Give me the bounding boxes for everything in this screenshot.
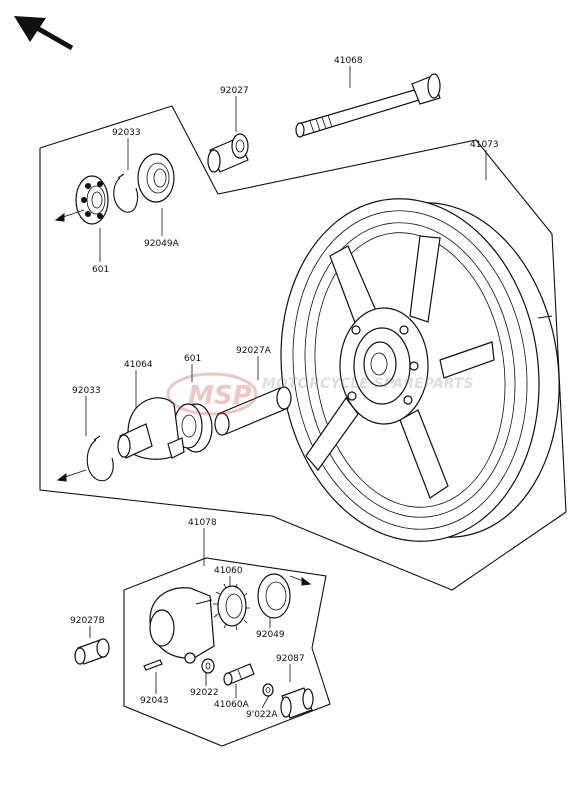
washer-92022: [201, 658, 215, 674]
label-41078: 41078: [188, 518, 217, 528]
hub-cap-41078: [149, 587, 215, 664]
shaft-41060A: [223, 663, 255, 686]
label-41068: 41068: [334, 56, 363, 66]
label-92033-top: 92033: [112, 128, 141, 138]
label-92033-mid: 92033: [72, 386, 101, 396]
watermark-brand: MSP: [188, 381, 252, 411]
label-41060A: 41060A: [214, 700, 250, 710]
part-labels: 41068 92027 92033 41073 92049A 601 601 9…: [70, 56, 499, 720]
oil-seal-92049: [257, 573, 291, 619]
watermark: MSP MOTORCYCLE SPAREPARTS: [166, 372, 473, 416]
label-41060: 41060: [214, 566, 243, 576]
direction-arrow-mid: [56, 469, 87, 482]
collar-92027: [207, 133, 249, 173]
label-92022: 92022: [190, 688, 219, 698]
circlip-92033-top: [113, 173, 139, 213]
label-92087: 92087: [276, 654, 305, 664]
watermark-text: MOTORCYCLE SPAREPARTS: [262, 376, 473, 392]
label-92043: 92043: [140, 696, 169, 706]
axle-41068: [295, 73, 441, 138]
pin-92043: [143, 659, 163, 671]
label-92027: 92027: [220, 86, 249, 96]
label-92027B: 92027B: [70, 616, 105, 626]
washer-92022A: [262, 683, 274, 697]
bearing-601-mid: [173, 403, 213, 453]
collar-92027A: [214, 386, 292, 436]
direction-arrow-icon: [14, 16, 74, 51]
label-41064: 41064: [124, 360, 153, 370]
label-92049A: 92049A: [144, 239, 180, 249]
leader-lines: [85, 66, 487, 709]
gear-41060: [213, 583, 250, 631]
label-601-mid: 601: [184, 354, 201, 364]
assembly-boundary-lines: [39, 105, 567, 747]
label-92022A: 9'022A: [246, 710, 278, 720]
bushing-92087: [280, 687, 314, 719]
wheel-41073: [280, 198, 560, 542]
label-92027A: 92027A: [236, 346, 272, 356]
oil-seal-92049A: [137, 153, 175, 203]
coupling-41064: [117, 397, 185, 460]
circlip-92033-mid: [86, 435, 114, 482]
direction-arrow-bottom: [289, 575, 312, 586]
collar-92027B: [74, 638, 110, 665]
label-92049: 92049: [256, 630, 285, 640]
bearing-601-top: [75, 175, 109, 225]
label-41073: 41073: [470, 140, 499, 150]
label-601-top: 601: [92, 265, 109, 275]
direction-arrow-top: [54, 209, 85, 222]
